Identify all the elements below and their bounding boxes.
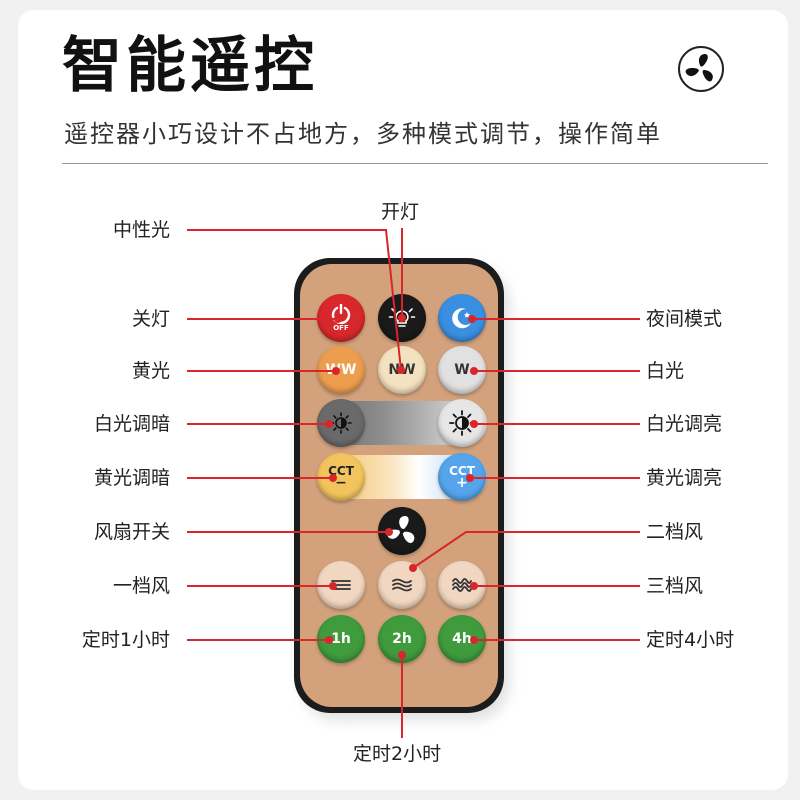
callout-dot-speed-1 [329, 582, 337, 590]
callout-dot-white-bright [470, 420, 478, 428]
callout-dot-fan-switch [385, 528, 393, 536]
off-button-text: OFF [333, 324, 349, 332]
timer-4h-button[interactable]: 4h [438, 615, 486, 663]
ww-button-text: WW [325, 362, 357, 378]
title-divider [62, 163, 768, 164]
timer-1h-text: 1h [331, 631, 351, 647]
label-speed-3: 三档风 [646, 575, 704, 597]
label-white-bright: 白光调亮 [646, 413, 723, 435]
timer-4h-text: 4h [452, 631, 472, 647]
label-night-mode: 夜间模式 [646, 308, 723, 330]
callout-dot-yellow-light [332, 367, 340, 375]
callout-dot-timer-4h [470, 636, 478, 644]
neutral-light-button[interactable]: NW [378, 346, 426, 394]
label-speed-1: 一档风 [112, 575, 170, 597]
label-light-on: 开灯 [381, 201, 420, 223]
label-speed-2: 二档风 [646, 521, 704, 543]
label-yellow-bright: 黄光调亮 [646, 467, 723, 489]
cct-minus-sign: − [335, 475, 347, 491]
label-fan-switch: 风扇开关 [93, 521, 170, 543]
callout-dot-night-mode [468, 315, 476, 323]
label-white-light: 白光 [646, 360, 685, 382]
label-timer-4h: 定时4小时 [646, 629, 735, 651]
callout-dot-timer-2h [398, 651, 406, 659]
callout-dot-white-light [470, 367, 478, 375]
timer-2h-text: 2h [392, 631, 412, 647]
label-timer-2h: 定时2小时 [353, 743, 442, 765]
callout-dot-yellow-dim [329, 474, 337, 482]
page-subtitle: 遥控器小巧设计不占地方，多种模式调节，操作简单 [64, 120, 662, 148]
callout-line-speed-2 [412, 531, 640, 569]
power-icon [331, 304, 351, 324]
callout-dot-speed-3 [470, 582, 478, 590]
label-yellow-dim: 黄光调暗 [93, 467, 170, 489]
callout-dot-white-dim [325, 420, 333, 428]
callout-dot-yellow-bright [466, 474, 474, 482]
wind-high-icon [452, 578, 472, 592]
label-neutral-light: 中性光 [112, 219, 170, 241]
callout-line-neutral-light [187, 229, 402, 371]
moon-icon [452, 308, 471, 329]
fan-speed-2-button[interactable] [378, 561, 426, 609]
callout-dot-light-on [398, 314, 406, 322]
cct-minus-text: CCT [328, 464, 354, 478]
callout-dot-light-off [334, 315, 342, 323]
cct-plus-text: CCT [449, 464, 475, 478]
cct-plus-sign: + [456, 475, 468, 491]
yellow-dim-button[interactable]: CCT − [317, 453, 365, 501]
page-title: 智能遥控 [62, 31, 318, 101]
fan-icon [386, 516, 415, 543]
label-yellow-light: 黄光 [131, 360, 170, 382]
callout-dot-speed-2 [409, 564, 417, 572]
label-white-dim: 白光调暗 [93, 413, 170, 435]
label-light-off: 关灯 [131, 308, 170, 330]
fan-icon [678, 46, 724, 92]
label-timer-1h: 定时1小时 [81, 629, 170, 651]
callout-dot-neutral-light [397, 366, 405, 374]
callout-dot-timer-1h [325, 636, 333, 644]
wind-mid-icon [392, 578, 412, 592]
w-button-text: W [454, 362, 470, 378]
